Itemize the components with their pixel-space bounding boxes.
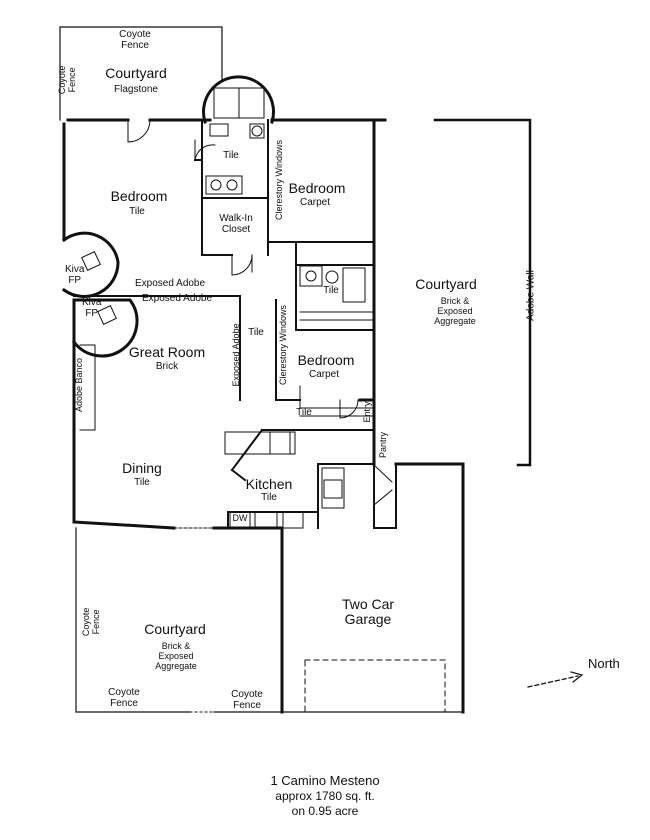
kiva-fp-lower-label: Kiva FP — [82, 297, 102, 319]
adobe-wall — [433, 118, 532, 467]
garage-door — [304, 659, 446, 713]
footer: 1 Camino Mesteno approx 1780 sq. ft. on … — [0, 773, 650, 819]
footer-area: approx 1780 sq. ft. — [275, 789, 375, 804]
kitchen-surface: Tile — [261, 492, 277, 503]
clerestory-windows-upper: Clerestory Windows — [274, 139, 285, 220]
bath-top-surface: Tile — [223, 150, 239, 161]
coyote-fence-label-left-bottom: Coyote Fence — [81, 607, 101, 637]
great-room-name: Great Room — [128, 344, 206, 360]
great-room-surface: Brick — [155, 361, 179, 372]
coyote-fence-label-bottom-2: Coyote Fence — [231, 689, 263, 711]
kiva-fireplace-lower — [71, 298, 139, 358]
pantry-label: Pantry — [378, 431, 389, 458]
entry-hall-tile: Tile — [296, 407, 312, 418]
exposed-adobe-label-2: Exposed Adobe — [142, 293, 213, 304]
north-arrow-head — [570, 671, 584, 683]
kiva-fireplace-upper — [61, 231, 120, 298]
house-outer-walls — [62, 118, 465, 714]
coyote-fence-label-bottom-1: Coyote Fence — [108, 687, 140, 709]
coyote-fence-label-top: Coyote Fence — [119, 29, 151, 51]
entry-label: Entry — [362, 401, 373, 423]
bedroom-lower-surface: Carpet — [308, 369, 340, 380]
garage-name: Two Car Garage — [341, 596, 395, 628]
footer-address: 1 Camino Mesteno — [270, 773, 380, 788]
adobe-wall-label: Adobe Wall — [525, 270, 537, 321]
courtyard-bottom-surface: Brick & Exposed Aggregate — [155, 641, 197, 671]
bedroom-mid-name: Bedroom — [288, 180, 346, 196]
hall-tile-label: Tile — [248, 327, 264, 338]
door-swings — [127, 119, 393, 713]
footer-lot: on 0.95 acre — [291, 804, 359, 819]
north-label: North — [588, 656, 620, 671]
dining-name: Dining — [122, 460, 162, 476]
clerestory-windows-lower: Clerestory Windows — [278, 304, 289, 385]
bedroom-lower-name: Bedroom — [297, 352, 355, 368]
courtyard-top-fence — [59, 26, 223, 121]
bedroom-left-name: Bedroom — [110, 188, 168, 204]
round-shower — [202, 75, 275, 124]
fixture-lines — [205, 123, 375, 529]
courtyard-right-surface: Brick & Exposed Aggregate — [434, 296, 476, 326]
kitchen-name: Kitchen — [245, 476, 293, 492]
coyote-fence-label-left-top: Coyote Fence — [57, 65, 77, 95]
walkin-closet-label: Walk-In Closet — [219, 213, 253, 235]
bedroom-left-surface: Tile — [129, 206, 145, 217]
exposed-adobe-label-1: Exposed Adobe — [135, 278, 206, 289]
courtyard-top-surface: Flagstone — [114, 84, 158, 95]
courtyard-bottom-fence — [75, 527, 464, 713]
courtyard-right-name: Courtyard — [415, 276, 477, 292]
bath-right-surface: Tile — [323, 285, 339, 296]
courtyard-bottom-name: Courtyard — [144, 621, 206, 637]
exposed-adobe-label-vertical: Exposed Adobe — [231, 323, 242, 387]
courtyard-top-name: Courtyard — [105, 65, 167, 81]
adobe-banco — [79, 344, 96, 431]
interior-walls — [73, 119, 397, 529]
dishwasher-label: DW — [232, 513, 248, 523]
adobe-banco-label: Adobe Banco — [74, 357, 85, 412]
north-arrow — [527, 675, 579, 688]
bedroom-mid-surface: Carpet — [299, 197, 331, 208]
dining-surface: Tile — [134, 477, 150, 488]
kiva-fp-upper-label: Kiva FP — [65, 264, 85, 286]
